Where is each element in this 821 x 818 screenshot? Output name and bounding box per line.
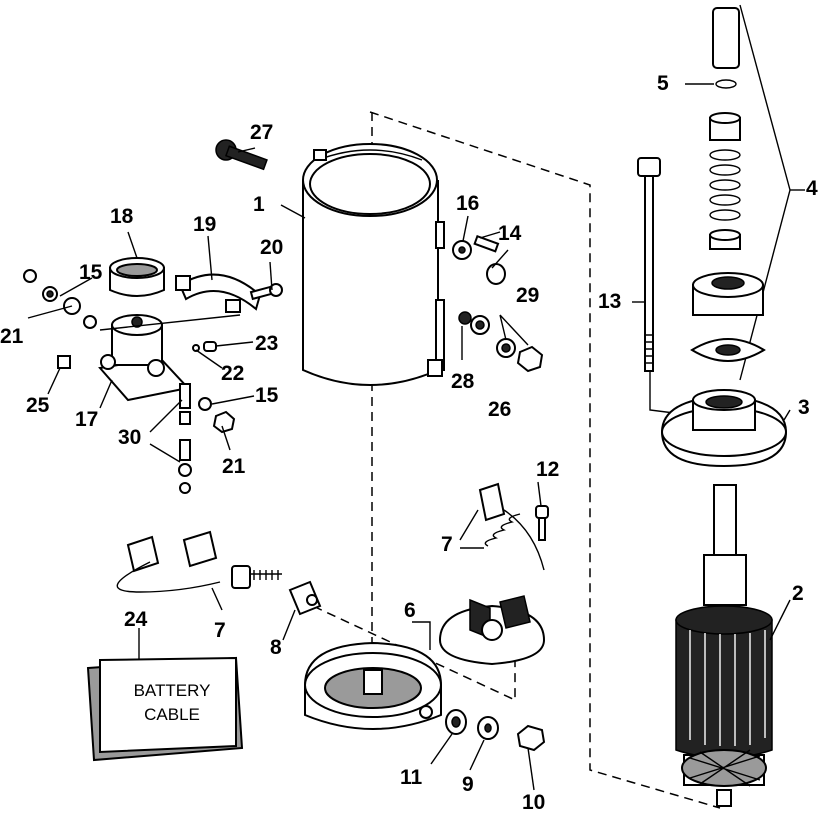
screw-27 <box>215 139 268 171</box>
callout-23: 23 <box>255 332 279 355</box>
callout-13: 13 <box>598 290 622 313</box>
callout-29: 29 <box>516 284 540 307</box>
terminal-studs <box>178 383 192 494</box>
callout-25: 25 <box>26 394 50 417</box>
callout-18: 18 <box>110 205 134 228</box>
callout-14: 14 <box>498 222 522 245</box>
callout-27: 27 <box>250 121 274 144</box>
callout-19: 19 <box>193 213 217 236</box>
callout-10: 10 <box>522 791 546 814</box>
callout-21a: 21 <box>0 325 24 348</box>
brush-cable-set <box>116 530 282 611</box>
callout-16: 16 <box>456 192 480 215</box>
solenoid-hardware <box>23 269 241 434</box>
callout-1: 1 <box>253 193 265 216</box>
through-bolt <box>637 157 691 416</box>
armature <box>675 484 773 807</box>
callout-21b: 21 <box>222 455 246 478</box>
callout-24: 24 <box>124 608 148 631</box>
battery-cable-box: BATTERY CABLE <box>86 656 244 762</box>
callout-12: 12 <box>536 458 560 481</box>
brush-bracket <box>288 580 322 616</box>
battery-label-line2: CABLE <box>144 705 200 724</box>
callout-2: 2 <box>792 582 804 605</box>
field-frame <box>302 143 445 386</box>
callout-28: 28 <box>451 370 475 393</box>
frame-fasteners <box>452 234 544 373</box>
callout-6: 6 <box>404 599 416 622</box>
drive-end-cap <box>660 389 788 468</box>
callout-17: 17 <box>75 408 99 431</box>
callout-20: 20 <box>260 236 284 259</box>
commutator-end-cap <box>304 641 442 730</box>
callout-9: 9 <box>462 773 474 796</box>
callout-30: 30 <box>118 426 142 449</box>
callout-4: 4 <box>806 177 818 200</box>
callout-11: 11 <box>400 766 423 789</box>
leader-lines <box>27 83 791 791</box>
callout-5: 5 <box>657 72 669 95</box>
callout-8: 8 <box>270 636 282 659</box>
callout-22: 22 <box>221 362 245 385</box>
solenoid <box>98 314 190 402</box>
end-hardware <box>445 709 546 752</box>
callout-26: 26 <box>488 398 512 421</box>
callout-7a: 7 <box>441 533 453 556</box>
callout-15b: 15 <box>255 384 279 407</box>
drive-stack <box>690 7 766 362</box>
clamp-parts <box>109 257 283 313</box>
brush-holder <box>438 482 549 666</box>
callout-3: 3 <box>798 396 810 419</box>
drive-assembly-leader <box>739 4 805 381</box>
callout-15a: 15 <box>79 261 103 284</box>
callout-7b: 7 <box>214 619 226 642</box>
battery-label-line1: BATTERY <box>134 681 211 700</box>
